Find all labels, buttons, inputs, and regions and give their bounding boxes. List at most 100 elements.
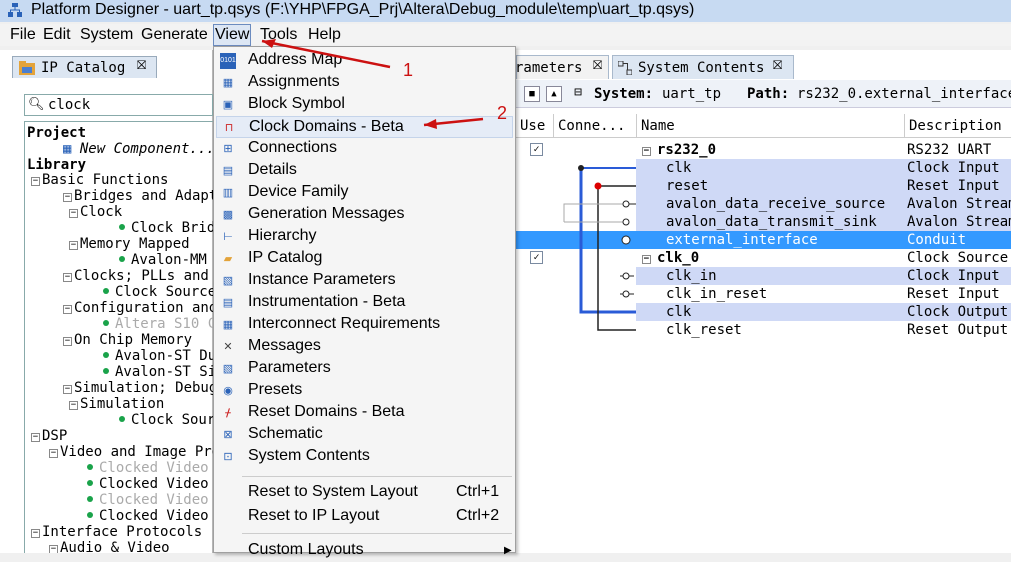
tree-item[interactable]: Clock Source bbox=[119, 412, 213, 428]
tree-item[interactable]: −Clocks; PLLs and Re bbox=[63, 268, 213, 284]
menu-file[interactable]: File bbox=[10, 26, 36, 43]
menu-item[interactable]: ▤Instrumentation - Beta bbox=[216, 292, 513, 314]
stop-button[interactable]: ■ bbox=[524, 86, 540, 102]
tree-item[interactable]: Library bbox=[27, 157, 86, 173]
tree-item[interactable]: Clock Source bbox=[103, 284, 213, 300]
component-dot-icon bbox=[119, 224, 125, 230]
tree-item[interactable]: −On Chip Memory bbox=[63, 332, 192, 348]
menu-item[interactable]: ▩Generation Messages bbox=[216, 204, 513, 226]
close-icon[interactable]: ⛝ bbox=[593, 58, 603, 72]
collapse-icon[interactable]: − bbox=[63, 192, 72, 202]
menu-help[interactable]: Help bbox=[308, 26, 341, 43]
tree-item[interactable]: −Configuration and P bbox=[63, 300, 213, 316]
tree-item[interactable]: Avalon-ST Sing bbox=[103, 364, 213, 380]
collapse-icon[interactable]: − bbox=[49, 544, 58, 553]
tree-item[interactable]: Avalon-ST Dual bbox=[103, 348, 213, 364]
menu-tools[interactable]: Tools bbox=[260, 26, 298, 43]
tree-item[interactable]: Clocked Video bbox=[87, 492, 209, 508]
menu-item[interactable]: ◉Presets bbox=[216, 380, 513, 402]
tree-item[interactable]: −Bridges and Adaptor bbox=[63, 188, 213, 204]
collapse-icon[interactable]: − bbox=[69, 208, 78, 218]
menu-item[interactable]: ⊓Clock Domains - Beta bbox=[216, 116, 513, 138]
tree-item[interactable]: Altera S10 Con bbox=[103, 316, 213, 332]
tab-ip-catalog[interactable]: IP Catalog ⛝ bbox=[12, 56, 157, 78]
tree-item[interactable]: −Video and Image Pro bbox=[49, 444, 213, 460]
menu-item[interactable]: ▤Details bbox=[216, 160, 513, 182]
collapse-icon[interactable]: − bbox=[69, 240, 78, 250]
menu-generate[interactable]: Generate bbox=[141, 26, 208, 43]
collapse-icon[interactable]: − bbox=[642, 146, 651, 156]
close-icon[interactable]: ⛝ bbox=[137, 58, 147, 72]
column-connections[interactable]: Conne... bbox=[554, 114, 637, 138]
use-checkbox[interactable]: ✓ bbox=[530, 251, 543, 264]
menu-item[interactable]: ✕Messages bbox=[216, 336, 513, 358]
tree-item[interactable]: Clocked Video bbox=[87, 508, 209, 524]
close-icon[interactable]: ⛝ bbox=[773, 58, 783, 72]
menu-edit[interactable]: Edit bbox=[43, 26, 71, 43]
tree-item-label: Interface Protocols bbox=[42, 524, 203, 540]
tree-item[interactable]: −Audio & Video bbox=[49, 540, 170, 553]
menu-item[interactable]: ▰IP Catalog bbox=[216, 248, 513, 270]
tree-item[interactable]: Clock Bridge bbox=[119, 220, 213, 236]
search-input[interactable]: 🔍︎ clock bbox=[24, 94, 213, 116]
menu-item[interactable]: ▧Parameters bbox=[216, 358, 513, 380]
column-description[interactable]: Description bbox=[909, 118, 1002, 134]
menu-item[interactable]: Custom Layouts▶ bbox=[216, 540, 513, 562]
collapse-icon[interactable]: − bbox=[31, 176, 40, 186]
menu-item[interactable]: ▦Interconnect Requirements bbox=[216, 314, 513, 336]
collapse-icon[interactable]: − bbox=[63, 336, 72, 346]
tree-item[interactable]: −Simulation; Debug a bbox=[63, 380, 213, 396]
tree-item[interactable]: −DSP bbox=[31, 428, 67, 444]
menu-item[interactable]: ▣Block Symbol bbox=[216, 94, 513, 116]
use-checkbox[interactable]: ✓ bbox=[530, 143, 543, 156]
tree-item[interactable]: −Memory Mapped bbox=[69, 236, 190, 252]
tab-system-contents[interactable]: System Contents ⛝ bbox=[612, 55, 794, 79]
tree-item[interactable]: −Basic Functions bbox=[31, 172, 168, 188]
collapse-icon[interactable]: − bbox=[69, 400, 78, 410]
collapse-icon[interactable]: − bbox=[63, 272, 72, 282]
up-button[interactable]: ▲ bbox=[546, 86, 562, 102]
menu-item[interactable]: ▥Device Family bbox=[216, 182, 513, 204]
tree-item[interactable]: −Clock bbox=[69, 204, 122, 220]
tree-item[interactable]: Clocked Video bbox=[87, 460, 209, 476]
collapse-icon[interactable]: − bbox=[31, 432, 40, 442]
tree-item-label: Clocked Video bbox=[99, 460, 209, 476]
collapse-icon[interactable]: − bbox=[63, 304, 72, 314]
tree-item[interactable]: Project bbox=[27, 125, 86, 141]
column-use[interactable]: Use bbox=[516, 114, 554, 138]
tree-item[interactable]: ▦ New Component... bbox=[63, 141, 213, 157]
menu-item[interactable]: ⊢Hierarchy bbox=[216, 226, 513, 248]
menu-item[interactable]: ⊠Schematic bbox=[216, 424, 513, 446]
menu-item[interactable]: ⊞Connections bbox=[216, 138, 513, 160]
menu-view[interactable]: View bbox=[213, 24, 252, 46]
tree-item[interactable]: Clocked Video bbox=[87, 476, 209, 492]
menu-item[interactable]: ⊡System Contents bbox=[216, 446, 513, 468]
collapse-icon[interactable]: − bbox=[31, 528, 40, 538]
tree-item[interactable]: −Interface Protocols bbox=[31, 524, 202, 540]
menu-item[interactable]: ▧Instance Parameters bbox=[216, 270, 513, 292]
collapse-icon[interactable]: − bbox=[642, 254, 651, 264]
tree-item[interactable]: Avalon-MM C bbox=[119, 252, 213, 268]
menu-item[interactable]: ▦Assignments bbox=[216, 72, 513, 94]
menu-system[interactable]: System bbox=[80, 26, 134, 43]
collapse-icon[interactable]: − bbox=[49, 448, 58, 458]
column-name[interactable]: Name bbox=[637, 114, 905, 138]
tree-item[interactable]: −Simulation bbox=[69, 396, 164, 412]
tab-parameters[interactable]: rameters ⛝ bbox=[515, 55, 609, 79]
collapse-icon[interactable]: − bbox=[63, 384, 72, 394]
